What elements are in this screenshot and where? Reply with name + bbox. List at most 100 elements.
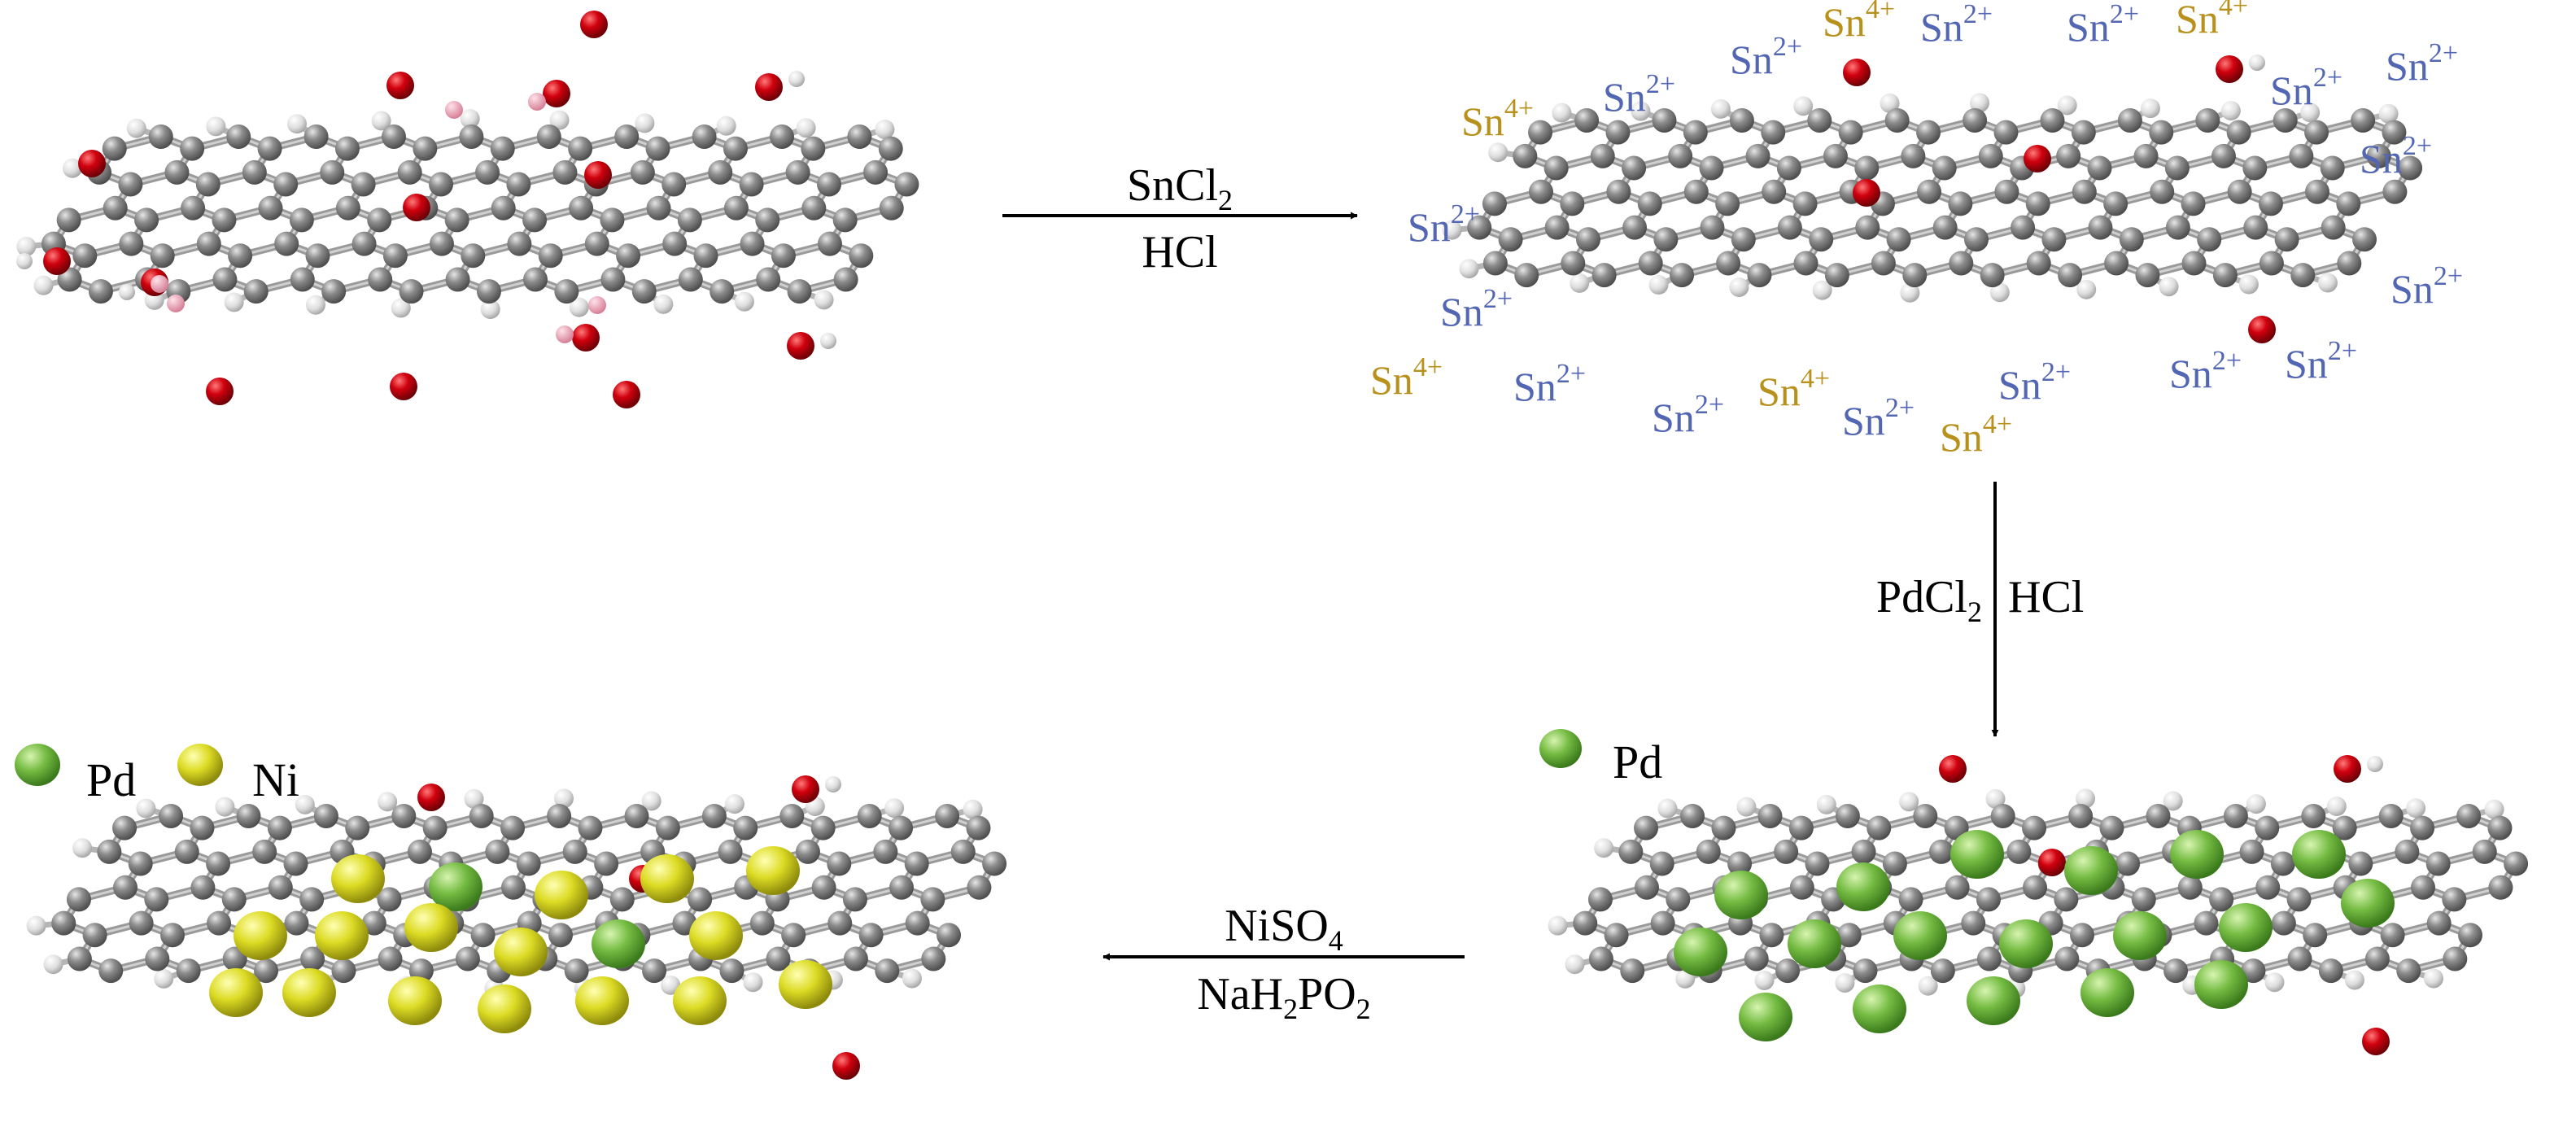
pd-activated-molecule (1548, 755, 2529, 1055)
hydrogen-atom (734, 291, 754, 312)
hydrogen-atom (480, 299, 500, 320)
carbon-atom (1715, 191, 1740, 216)
carbon-atom (2011, 215, 2036, 240)
hydrogen-atom (875, 120, 895, 140)
carbon-atom (849, 243, 874, 268)
pd-activated-atoms (1548, 755, 2529, 1055)
carbon-atom (1573, 910, 1598, 936)
sn2-ion: Sn2+ (2169, 346, 2242, 396)
hydrogen-atom (72, 838, 93, 858)
carbon-atom (875, 958, 900, 984)
carbon-atom (756, 267, 781, 292)
step3-reagent-top: NiSO4 (1225, 901, 1343, 957)
carbon-atom (128, 851, 153, 876)
carbon-atom (1886, 227, 1911, 252)
carbon-atom (252, 839, 277, 864)
hydrogen-atom (1594, 838, 1614, 858)
step1-reagent-bottom: HCl (1142, 227, 1217, 277)
carbon-atom (1916, 179, 1941, 204)
hydrogen-atom (1793, 96, 1814, 116)
hydrogen-atom (1736, 797, 1757, 817)
carbon-atom (547, 804, 572, 829)
hydrogen-atom (2484, 799, 2504, 819)
carbon-atom (2382, 179, 2408, 204)
carbon-atom (428, 172, 453, 197)
ni-particle (234, 911, 287, 960)
carbon-atom (102, 136, 127, 161)
carbon-atom (662, 231, 688, 256)
carbon-atom (268, 875, 293, 900)
oxygen-atom (386, 72, 414, 99)
carbon-atom (190, 875, 216, 900)
hydrogen-atom (641, 791, 661, 811)
pd-particle (1967, 976, 2020, 1025)
hydrogen-atom (1459, 259, 1479, 279)
carbon-atom (1762, 179, 1787, 204)
ni-legend-sphere (177, 744, 223, 786)
carbon-atom (516, 851, 541, 876)
carbon-atom (2104, 251, 2129, 276)
carbon-atom (1683, 120, 1708, 145)
hydroxyl-hydrogen (825, 776, 841, 792)
carbon-atom (2255, 875, 2281, 900)
carbon-atom (1587, 887, 1613, 912)
carbon-atom (770, 124, 795, 150)
pd-particle (1999, 919, 2053, 968)
sn4-ion: Sn4+ (1823, 0, 1895, 45)
carbon-atom (1747, 263, 1772, 288)
hydrogen-atom (569, 297, 589, 317)
carbon-atom (2382, 120, 2407, 145)
carbon-atom (739, 172, 764, 197)
pink-atom (528, 93, 546, 111)
pd-legend-sphere (15, 744, 60, 786)
carbon-atom (1761, 120, 1786, 145)
carbon-atom (904, 851, 929, 876)
graphene-oxide-molecule (16, 11, 919, 408)
pink-atom (588, 296, 606, 314)
carbon-atom (51, 910, 76, 936)
carbon-atom (709, 279, 735, 304)
carbon-atom (2487, 815, 2513, 840)
carbon-atom (645, 136, 670, 161)
carbon-atom (1932, 215, 1958, 240)
carbon-atom (254, 958, 279, 984)
carbon-atom (536, 124, 561, 150)
carbon-atom (284, 910, 309, 936)
carbon-atom (1498, 227, 1523, 252)
carbon-atom (1575, 227, 1600, 252)
oxygen-atom (584, 161, 612, 189)
carbon-atom (134, 207, 159, 233)
carbon-atom (2025, 191, 2050, 216)
carbon-atom (982, 851, 1007, 876)
graphene-oxide-atoms (16, 11, 919, 408)
hydrogen-atom (1918, 976, 1938, 996)
carbon-atom (1711, 815, 1736, 840)
tin-ions: Sn2+ Sn2+ Sn2+ Sn2+ Sn2+ Sn2+ Sn2+ Sn2+ … (1370, 0, 2463, 460)
hydroxyl-hydrogen (16, 253, 33, 269)
carbon-atom (2255, 815, 2280, 840)
carbon-atom (538, 243, 563, 268)
carbon-atom (1638, 251, 1663, 276)
carbon-atom (863, 159, 889, 185)
hydrogen-atom (2163, 791, 2183, 811)
carbon-atom (584, 231, 609, 256)
carbon-atom (2352, 227, 2377, 252)
carbon-atom (258, 195, 283, 220)
oxygen-atom (832, 1052, 860, 1080)
carbon-atom (2181, 251, 2207, 276)
carbon-atom (2337, 251, 2362, 276)
carbon-atom (832, 207, 858, 233)
carbon-atom (842, 887, 867, 912)
hydroxyl-hydrogen (788, 71, 805, 87)
carbon-atom (1882, 851, 1907, 876)
oxygen-atom (2334, 755, 2361, 783)
carbon-atom (810, 815, 836, 840)
carbon-atom (1901, 143, 1926, 168)
oxygen-atom (2216, 55, 2243, 83)
carbon-atom (2146, 804, 2171, 829)
sn4-ion: Sn4+ (2176, 0, 2248, 41)
carbon-atom (196, 231, 221, 256)
carbon-atom (646, 195, 671, 220)
carbon-atom (2286, 887, 2312, 912)
